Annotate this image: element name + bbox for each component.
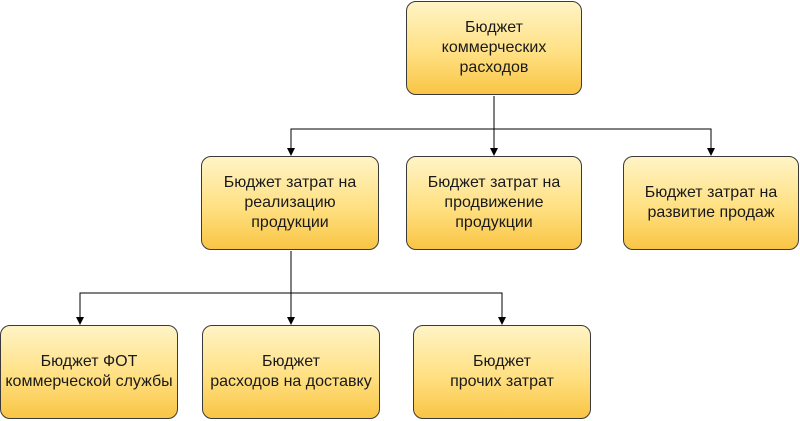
- connector-root-to-sales: [287, 96, 495, 156]
- connector-sales-to-fot: [76, 251, 292, 325]
- node-sales-development-budget[interactable]: Бюджет затрат на развитие продаж: [623, 156, 799, 250]
- node-delivery-costs-budget[interactable]: Бюджет расходов на доставку: [202, 325, 380, 419]
- connector-sales-to-other: [291, 292, 506, 325]
- node-sales-costs-budget[interactable]: Бюджет затрат на реализацию продукции: [201, 156, 379, 250]
- node-commercial-expenses-budget[interactable]: Бюджет коммерческих расходов: [406, 1, 582, 95]
- connector-root-to-dev: [494, 128, 715, 156]
- node-other-costs-budget[interactable]: Бюджет прочих затрат: [413, 325, 591, 419]
- node-payroll-budget[interactable]: Бюджет ФОТ коммерческой службы: [0, 325, 178, 419]
- node-promotion-costs-budget[interactable]: Бюджет затрат на продвижение продукции: [406, 156, 582, 250]
